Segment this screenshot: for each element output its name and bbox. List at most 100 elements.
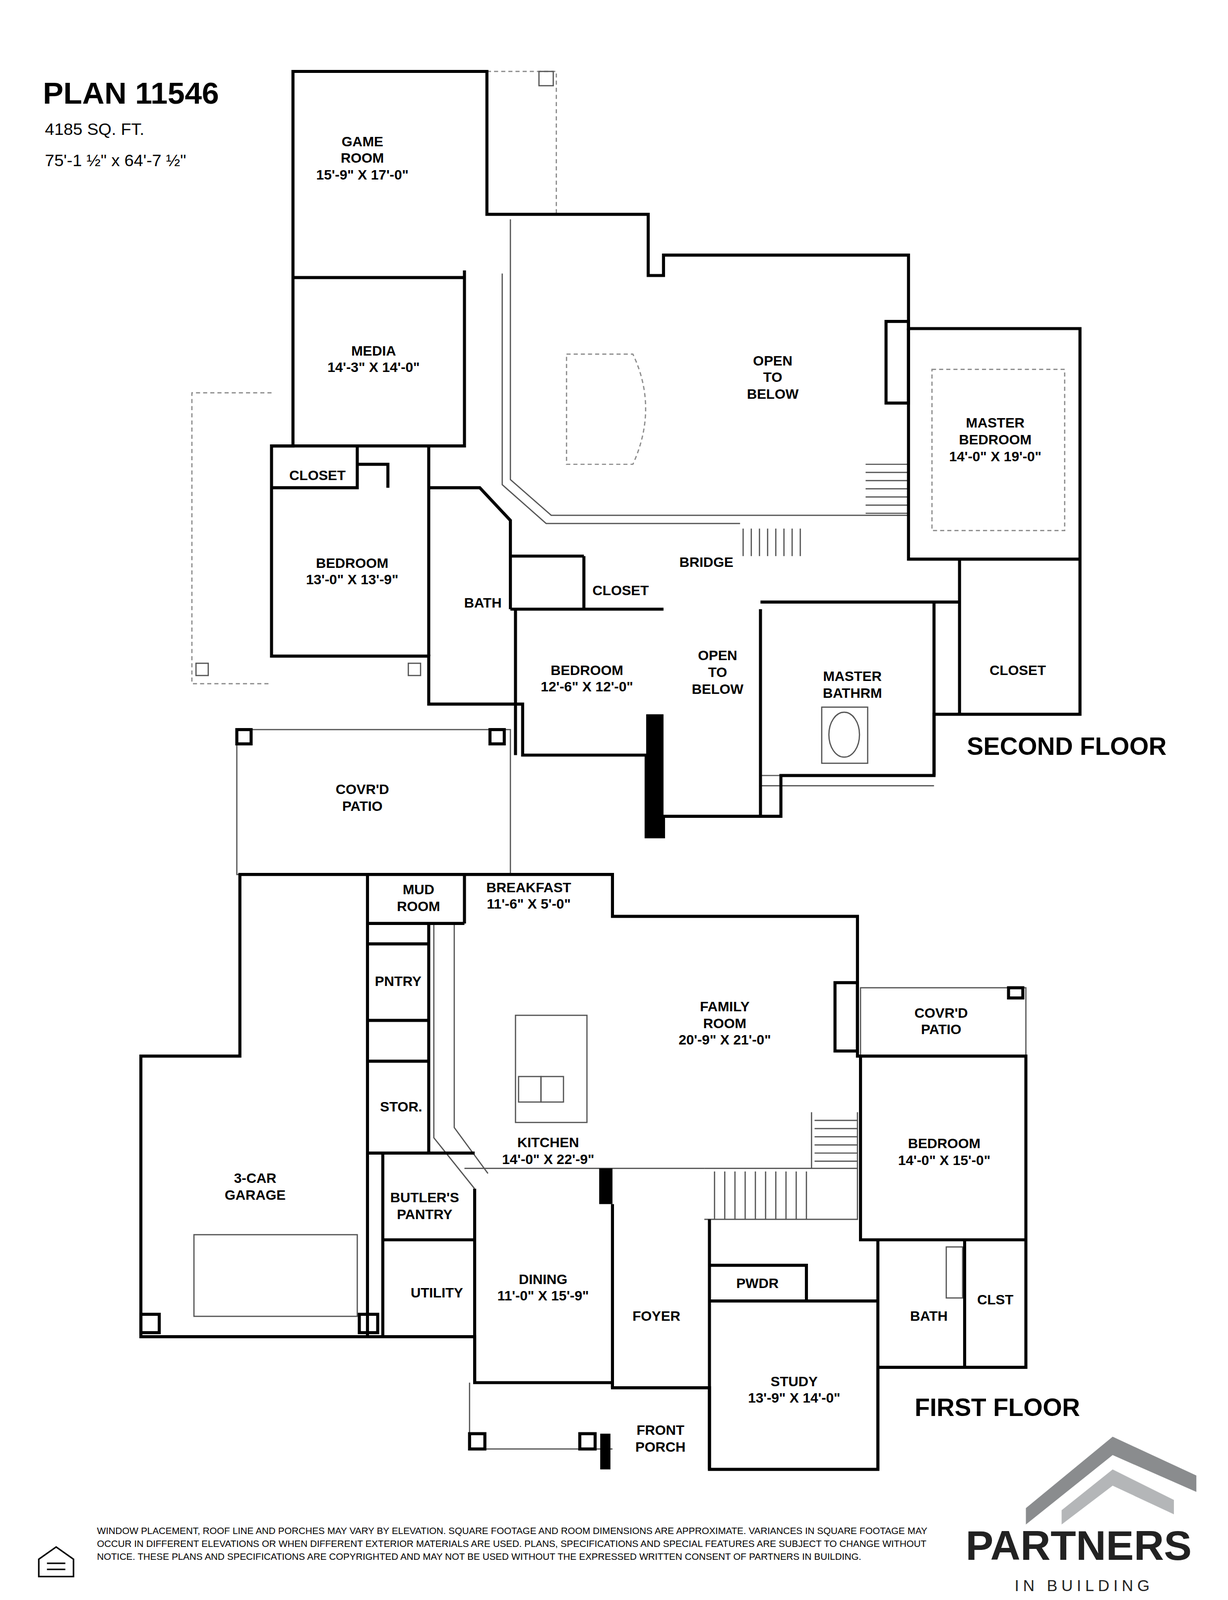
solid-wall	[599, 714, 664, 1470]
thin-line	[236, 729, 511, 875]
wall	[140, 1314, 160, 1333]
wall	[579, 1433, 596, 1450]
wall	[886, 321, 909, 404]
wall	[236, 729, 251, 744]
wall	[1008, 987, 1023, 999]
room-label: MUD ROOM	[393, 879, 443, 917]
word: TO	[746, 368, 799, 386]
room-label: BEDROOM12'-6" X 12'-0"	[537, 660, 636, 698]
room-label: CLOSET	[286, 465, 349, 487]
room-dimension: 14'-3" X 14'-0"	[327, 359, 420, 376]
room-label: BEDROOM14'-0" X 15'-0"	[895, 1133, 994, 1171]
room-name: OPEN TO BELOW	[746, 352, 799, 403]
word: 3-CAR	[224, 1169, 286, 1187]
room-name: KITCHEN	[501, 1134, 595, 1152]
room-name: 3-CAR GARAGE	[224, 1169, 286, 1204]
room-label: MEDIA14'-3" X 14'-0"	[324, 340, 423, 378]
thin-line	[946, 1246, 963, 1298]
room-label: CLOSET	[986, 660, 1049, 681]
room-label: MASTER BEDROOM14'-0" X 19'-0"	[946, 412, 1045, 467]
room-label: BREAKFAST11'-6" X 5'-0"	[483, 877, 575, 915]
word: BUTLER'S	[390, 1189, 460, 1207]
room-name: COVR'D PATIO	[335, 781, 390, 815]
word: MASTER	[822, 668, 882, 685]
roof-logo	[1025, 1436, 1197, 1525]
thin-line	[433, 923, 489, 1189]
room-name: BATH	[910, 1307, 948, 1325]
dashed-outline	[931, 369, 1065, 531]
room-label: COVR'D PATIO	[911, 1002, 972, 1041]
room-dimension: 11'-0" X 15'-9"	[497, 1287, 590, 1305]
thin-line	[515, 1015, 587, 1123]
wall	[271, 71, 1080, 837]
room-label: BUTLER'S PANTRY	[387, 1187, 463, 1225]
room-label: BEDROOM13'-0" X 13'-9"	[303, 552, 402, 591]
floor-heading: SECOND FLOOR	[966, 732, 1167, 762]
wall	[835, 982, 858, 1051]
thin-line	[469, 1382, 613, 1450]
room-dimension: 15'-9" X 17'-0"	[316, 166, 409, 184]
room-dimension: 13'-0" X 13'-9"	[306, 571, 399, 589]
room-label: OPEN TO BELOW	[743, 350, 802, 405]
room-dimension: 20'-9" X 21'-0"	[678, 1031, 771, 1049]
room-name: BEDROOM	[306, 554, 399, 572]
room-name: OPEN TO BELOW	[691, 647, 744, 698]
room-dimension: 11'-6" X 5'-0"	[486, 895, 572, 913]
word: OPEN	[691, 647, 744, 665]
word: BEDROOM	[949, 431, 1042, 449]
room-label: CLST	[974, 1289, 1017, 1311]
room-name: BREAKFAST	[486, 879, 572, 897]
brand-name: PARTNERS	[965, 1524, 1192, 1567]
thin-line	[704, 1112, 858, 1220]
room-name: BATH	[464, 594, 502, 612]
room-dimension: 12'-6" X 12'-0"	[540, 678, 633, 696]
room-label: FOYER	[629, 1305, 683, 1327]
room-label: DINING11'-0" X 15'-9"	[494, 1269, 593, 1307]
thin-line	[860, 987, 1026, 1057]
brand-subtitle: IN BUILDING	[1014, 1576, 1154, 1596]
word: COVR'D	[335, 781, 390, 799]
solid-wall	[599, 1168, 613, 1205]
room-label: FAMILY ROOM20'-9" X 21'-0"	[675, 996, 774, 1051]
room-name: BEDROOM	[540, 662, 633, 679]
wall	[140, 874, 1026, 1470]
word: PORCH	[635, 1438, 686, 1456]
room-name: MASTER BATHRM	[822, 668, 882, 702]
room-name: PNTRY	[374, 973, 422, 990]
room-name: STUDY	[747, 1373, 841, 1391]
room-label: PNTRY	[371, 971, 425, 992]
housing-logo	[47, 1563, 66, 1570]
room-name: COVR'D PATIO	[914, 1004, 969, 1039]
word: GARAGE	[224, 1186, 286, 1204]
room-dimension: 14'-0" X 22'-9"	[501, 1151, 595, 1168]
word: BELOW	[746, 385, 799, 403]
room-label: OPEN TO BELOW	[688, 645, 747, 700]
room-dimension: 13'-9" X 14'-0"	[747, 1389, 841, 1407]
room-name: MUD ROOM	[396, 881, 440, 915]
thin-line	[510, 219, 909, 516]
roof-logo	[1061, 1469, 1174, 1525]
room-name: CLOSET	[289, 467, 346, 485]
thin-line	[742, 528, 800, 557]
word: OPEN	[746, 352, 799, 370]
room-name: FAMILY ROOM	[678, 998, 771, 1032]
wall	[469, 1433, 486, 1450]
word: BATHRM	[822, 684, 882, 702]
word: ROOM	[678, 1015, 771, 1033]
thin-line	[502, 273, 741, 524]
word: COVR'D	[914, 1004, 969, 1022]
thin-line	[195, 663, 209, 676]
room-label: PWDR	[733, 1273, 782, 1294]
room-label: STUDY13'-9" X 14'-0"	[744, 1371, 844, 1409]
room-name: BUTLER'S PANTRY	[390, 1189, 460, 1223]
roof-logo	[1025, 1436, 1197, 1525]
thin-line	[821, 707, 868, 764]
dashed-outline	[487, 71, 557, 215]
thin-line	[193, 1234, 358, 1317]
room-name: FOYER	[632, 1307, 680, 1325]
room-name: UTILITY	[410, 1284, 464, 1302]
room-name: FRONT PORCH	[635, 1421, 686, 1456]
dashed-outline	[566, 354, 646, 465]
